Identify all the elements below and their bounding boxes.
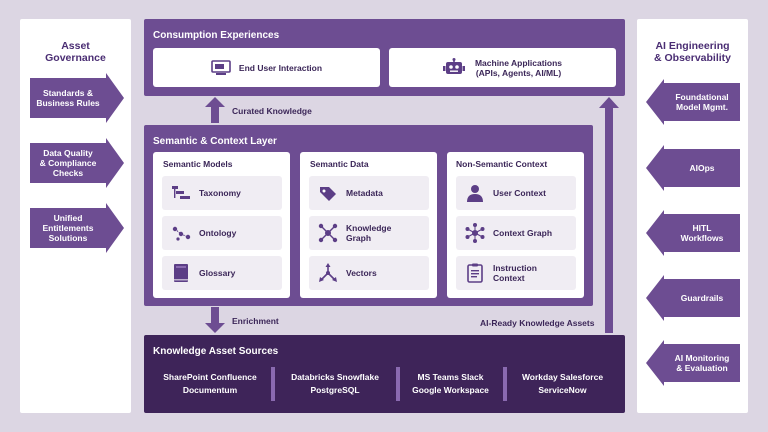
- governance-arrow-2: [30, 138, 124, 188]
- source-servicenow: ServiceNow: [538, 385, 587, 395]
- metadata-label: Metadata: [346, 188, 383, 198]
- consumption-title: Consumption Experiences: [153, 30, 280, 41]
- ontology-card: Ontology: [162, 216, 282, 250]
- tag-icon: [320, 187, 336, 201]
- taxonomy-label: Taxonomy: [199, 188, 241, 198]
- book-icon: [174, 264, 188, 282]
- source-msteams-slack: MS Teams Slack: [417, 372, 484, 382]
- observability-arrow-3: [646, 210, 740, 256]
- machine-applications-card: Machine Applications (APIs, Agents, AI/M…: [389, 48, 616, 87]
- sources-title: Knowledge Asset Sources: [153, 346, 279, 357]
- source-google-workspace: Google Workspace: [412, 385, 489, 395]
- context-graph-card: Context Graph: [456, 216, 576, 250]
- governance-arrow-1: [30, 73, 124, 123]
- source-documentum: Documentum: [182, 385, 238, 395]
- instruction-context-label: Instruction: [493, 263, 537, 273]
- instruction-context-card: Instruction Context: [456, 256, 576, 290]
- governance-item-standards: Standards &Business Rules: [36, 88, 100, 108]
- sources-separator-1: [271, 367, 275, 401]
- sources-separator-2: [396, 367, 400, 401]
- user-context-label: User Context: [493, 188, 546, 198]
- governance-arrow-3: [30, 203, 124, 253]
- network-icon: [465, 223, 485, 243]
- semantic-data-title: Semantic Data: [310, 159, 369, 169]
- curated-knowledge-label: Curated Knowledge: [232, 106, 312, 116]
- ai-engineering-title: AI Engineering & Observability: [653, 40, 732, 64]
- graph-icon: [318, 223, 338, 243]
- clipboard-icon: [467, 263, 483, 283]
- observability-item-monitoring: AI Monitoring& Evaluation: [674, 353, 730, 373]
- vectors-label: Vectors: [346, 268, 377, 278]
- glossary-label: Glossary: [199, 268, 236, 278]
- ai-ready-label: AI-Ready Knowledge Assets: [480, 318, 595, 328]
- metadata-card: Metadata: [309, 176, 429, 210]
- semantic-models-title: Semantic Models: [163, 159, 233, 169]
- robot-icon: [442, 57, 465, 74]
- user-context-card: User Context: [456, 176, 576, 210]
- ontology-label: Ontology: [199, 228, 237, 238]
- monitor-icon: [211, 59, 231, 75]
- source-sharepoint-confluence: SharePoint Confluence: [163, 372, 257, 382]
- machine-applications-sublabel: (APIs, Agents, AI/ML): [475, 67, 562, 78]
- ai-ready-arrow: [599, 97, 619, 333]
- source-databricks-snowflake: Databricks Snowflake: [291, 372, 379, 382]
- non-semantic-context-title: Non-Semantic Context: [456, 159, 548, 169]
- sources-group-messaging: MS Teams Slack Google Workspace: [403, 371, 498, 397]
- source-postgresql: PostgreSQL: [310, 385, 360, 395]
- enrichment-label: Enrichment: [232, 316, 279, 326]
- knowledge-asset-sources-panel: [144, 335, 625, 413]
- knowledge-graph-card: Knowledge Graph: [309, 216, 429, 250]
- observability-arrow-4: [646, 275, 740, 321]
- enrichment-arrow: [205, 307, 225, 333]
- sources-group-data: Databricks Snowflake PostgreSQL: [280, 371, 390, 397]
- sources-group-enterprise: Workday Salesforce ServiceNow: [510, 371, 615, 397]
- observability-arrow-5: [646, 340, 740, 386]
- machine-applications-label: Machine Applications: [474, 57, 563, 68]
- ontology-icon: [172, 226, 191, 241]
- curated-knowledge-arrow: [205, 97, 225, 123]
- glossary-card: Glossary: [162, 256, 282, 290]
- source-workday-salesforce: Workday Salesforce: [521, 372, 604, 382]
- knowledge-graph-label: Knowledge: [346, 223, 392, 233]
- sources-group-collaboration: SharePoint Confluence Documentum: [155, 371, 265, 397]
- observability-item-aiops: AIOps: [689, 163, 715, 173]
- instruction-context-label-2: Context: [493, 273, 525, 283]
- user-icon: [467, 185, 483, 202]
- vectors-card: Vectors: [309, 256, 429, 290]
- end-user-label: End User Interaction: [238, 62, 323, 73]
- context-graph-label: Context Graph: [493, 228, 553, 238]
- vectors-icon: [319, 263, 337, 282]
- observability-arrow-1: [646, 79, 740, 125]
- semantic-layer-title: Semantic & Context Layer: [153, 136, 277, 147]
- asset-governance-title: Asset Governance: [45, 40, 106, 64]
- taxonomy-icon: [172, 186, 190, 199]
- knowledge-graph-label-2: Graph: [346, 233, 372, 243]
- end-user-card: End User Interaction: [153, 48, 380, 87]
- sources-separator-3: [503, 367, 507, 401]
- observability-item-guardrails: Guardrails: [680, 293, 724, 303]
- taxonomy-card: Taxonomy: [162, 176, 282, 210]
- observability-arrow-2: [646, 145, 740, 191]
